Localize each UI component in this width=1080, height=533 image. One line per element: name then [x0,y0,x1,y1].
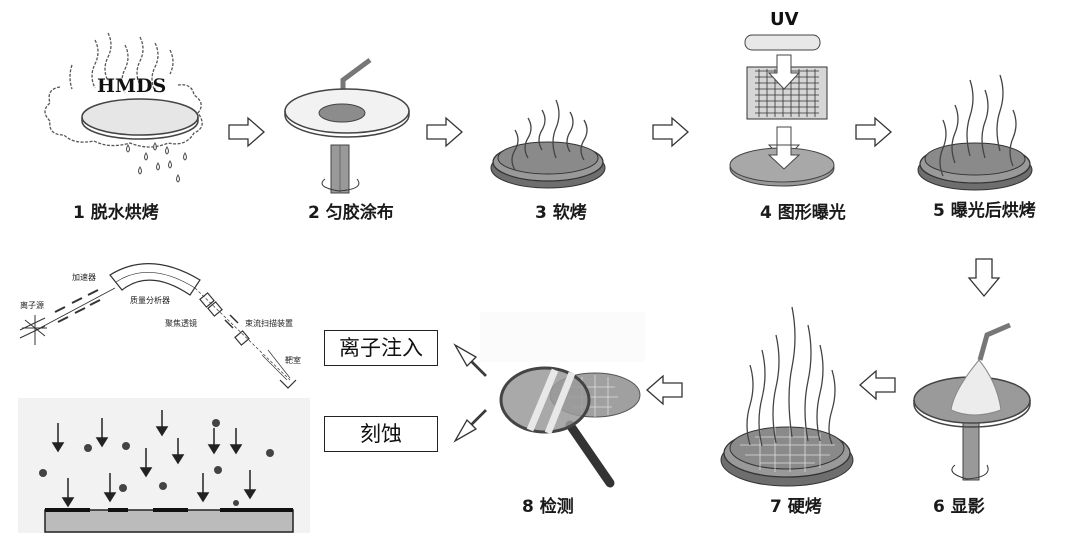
etching-box: 刻蚀 [324,416,438,452]
step-8-illustration [499,365,641,490]
step-7-label: 7 硬烤 [770,497,822,517]
step-4-illustration: UV [725,5,840,195]
beam-scanner-label: 束流扫描装置 [245,319,293,328]
step-3-label: 3 软烤 [535,203,587,223]
arrow-down-icon [967,258,1001,298]
ion-implantation-box: 离子注入 [324,330,438,366]
arrow-left-icon [646,374,683,406]
step-6-label: 6 显影 [933,497,985,517]
step-1-illustration: HMDS [40,25,220,200]
ion-source-label: 离子源 [20,301,44,310]
step-6-illustration [913,320,1040,495]
ion-implanter-schematic-icon [19,263,297,389]
arrow-down-left-icon [453,409,487,443]
spin-coater-icon [284,57,410,194]
exposure-icon [729,34,835,187]
arrow-right-icon [855,116,892,148]
mass-analyzer-label: 质量分析器 [130,296,170,305]
developer-spray-icon [913,322,1031,481]
magnifier-inspection-icon [499,366,641,488]
target-chamber-label: 靶室 [285,356,301,365]
step-3-illustration [490,90,610,195]
arrow-right-icon [426,116,463,148]
step-2-illustration [284,55,415,195]
step-2-label: 2 匀胶涂布 [308,203,394,223]
hotplate-wafer-icon [490,99,606,189]
arrow-up-left-icon [453,343,487,377]
step-8-label: 8 检测 [522,497,574,517]
step-7-illustration [720,305,860,490]
hotplate-wafer-icon [720,306,854,487]
arrow-right-icon [228,116,265,148]
arrow-left-icon [859,369,896,401]
step-5-illustration [915,65,1040,195]
accelerator-label: 加速器 [72,273,96,282]
hotplate-wafer-icon [917,74,1033,191]
step-5-label: 5 曝光后烘烤 [933,201,1036,221]
etching-schematic-icon [39,410,294,533]
arrow-right-icon [652,116,689,148]
ion-implanter-diagram: 离子源 加速器 质量分析器 聚焦透镜 束流扫描装置 靶室 [0,240,320,390]
step-4-label: 4 图形曝光 [760,203,846,223]
focus-lens-label: 聚焦透镜 [165,319,197,328]
hmds-label: HMDS [97,75,167,97]
etching-diagram [18,398,310,533]
uv-label: UV [770,9,799,30]
step-8-background [480,312,645,362]
wafer-cloud-icon [44,32,203,183]
step-1-label: 1 脱水烘烤 [73,203,159,223]
